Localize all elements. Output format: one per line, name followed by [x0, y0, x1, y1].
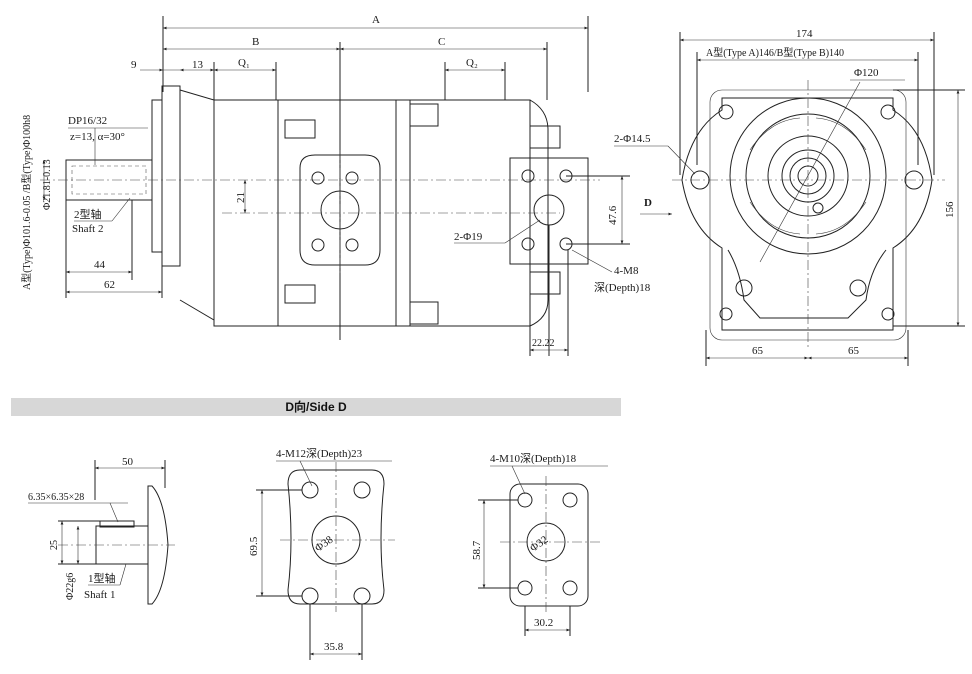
dim-9-label: 9 — [131, 59, 137, 71]
shaft2-label-cn: 2型轴 — [74, 207, 102, 221]
dim-phi-shaft-label: Φ21.81-0.13 — [42, 159, 53, 210]
dim-174-label: 174 — [796, 28, 813, 40]
dim-A-label: A — [372, 14, 380, 26]
dim-62-label: 62 — [104, 279, 115, 291]
dim-587-label: 58.7 — [471, 540, 483, 560]
shaft1-view: 50 6.35×6.35×28 25 Φ22g6 1型轴 Shaft 1 — [28, 456, 175, 605]
port-hole-label: 2-Φ19 — [454, 231, 483, 243]
dim-B-label: B — [252, 36, 259, 48]
port-thread-label-1: 4-M8 — [614, 265, 639, 277]
dim-phi22-label: Φ22g6 — [65, 573, 76, 600]
port-thread-label-2: 深(Depth)18 — [594, 281, 651, 294]
dim-phi120-label: Φ120 — [854, 67, 879, 79]
dim-358-label: 35.8 — [324, 641, 344, 653]
dim-phi32-label: Φ32 — [528, 534, 550, 555]
shaft1-label-en: Shaft 1 — [84, 589, 115, 601]
dim-holes-label: 2-Φ14.5 — [614, 133, 651, 145]
spline-label: DP16/32 — [68, 115, 107, 127]
dim-C-label: C — [438, 36, 445, 48]
dim-25-label: 25 — [49, 540, 60, 550]
dim-2222-label: 22.22 — [532, 338, 555, 349]
dim-44-label: 44 — [94, 259, 106, 271]
front-view: A B C 9 13 Q₁ Q₂ — [20, 14, 672, 356]
end-view: 174 A型(Type A)146/B型(Type B)140 — [614, 28, 965, 366]
shaft1-label-cn: 1型轴 — [88, 571, 116, 585]
side-d-banner-label: D向/Side D — [285, 400, 347, 414]
port-large-view: 4-M12深(Depth)23 69.5 Φ38 35.8 — [248, 447, 395, 660]
dim-50-label: 50 — [122, 456, 134, 468]
dim-mount-label: A型(Type A)146/B型(Type B)140 — [706, 46, 844, 59]
dim-Q2-label: Q₂ — [466, 57, 478, 69]
dim-Q1-label: Q₁ — [238, 57, 250, 69]
dim-156-label: 156 — [944, 201, 956, 218]
dim-13-label: 13 — [192, 59, 204, 71]
dim-695-label: 69.5 — [248, 536, 260, 556]
dim-476-label: 47.6 — [607, 205, 619, 225]
dim-65-left-label: 65 — [752, 345, 764, 357]
port-large-thread-label: 4-M12深(Depth)23 — [276, 447, 363, 460]
dim-pilot-label: A型(Type)Φ101.6-0.05 /B型(Type)Φ100h8 — [20, 115, 33, 290]
key-size-label: 6.35×6.35×28 — [28, 492, 84, 503]
view-arrow-label: D — [644, 197, 652, 209]
dim-302-label: 30.2 — [534, 617, 553, 629]
shaft2-label-en: Shaft 2 — [72, 223, 103, 235]
side-d-banner: D向/Side D — [11, 398, 621, 416]
dim-21-label: 21 — [235, 192, 247, 203]
dim-phi38-label: Φ38 — [313, 533, 336, 554]
port-small-view: 4-M10深(Depth)18 58.7 Φ32 30.2 — [471, 452, 608, 636]
dim-65-right-label: 65 — [848, 345, 860, 357]
port-small-thread-label: 4-M10深(Depth)18 — [490, 452, 577, 465]
spline-teeth-label: z=13, α=30° — [70, 131, 125, 143]
